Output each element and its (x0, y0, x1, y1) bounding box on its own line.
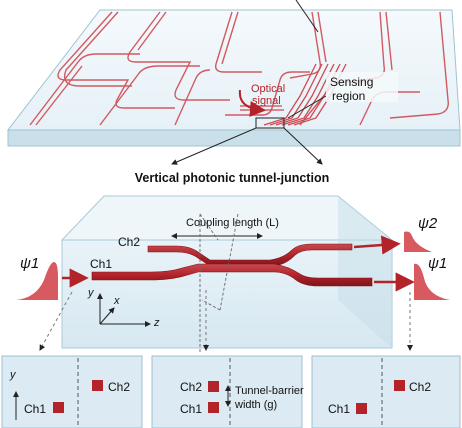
ch1-waveguide (91, 263, 373, 287)
chip-top-face (6, 9, 461, 131)
coupling-length-label: Coupling length (L) (186, 217, 279, 229)
output-pulse-psi1 (414, 263, 450, 300)
panel-drop-lines (39, 290, 413, 351)
sensing-region-box (255, 117, 285, 129)
cross-section-panel-2 (151, 355, 303, 428)
block-side-face (338, 196, 392, 348)
block-axis-x: x (113, 295, 120, 307)
top-leader-line (295, 0, 319, 33)
optical-signal-label-1: Optical (251, 83, 285, 95)
panel1-ch2-core (92, 380, 103, 391)
ch2-waveguide (147, 243, 353, 267)
panel3-ch1-label: Ch1 (328, 402, 350, 416)
sensing-region-label-2: region (332, 89, 365, 103)
output-pulse-psi2 (404, 231, 432, 252)
psi1-output-label: ψ1 (428, 255, 447, 272)
ch2-label: Ch2 (118, 235, 140, 249)
optical-signal-arrow (238, 89, 266, 117)
optical-signal-label-2: signal (252, 95, 281, 107)
cross-section-panel-1 (1, 355, 143, 428)
panel1-axis-y: y (9, 369, 17, 381)
panel2-ch1-label: Ch1 (180, 402, 202, 416)
chip-guide-bundle (240, 63, 347, 126)
panel2-ch2-core (208, 381, 219, 392)
chip-front-edge (7, 129, 461, 147)
psi1-input-label: ψ1 (20, 255, 39, 272)
block-axes (97, 293, 151, 327)
cross-section-panel-3 (311, 355, 461, 428)
block-axis-z: z (153, 317, 160, 329)
panel3-ch2-core (394, 380, 405, 391)
ch1-label: Ch1 (90, 257, 112, 271)
sensing-leader-line (287, 95, 327, 119)
section-plane-lines (199, 213, 239, 352)
zoom-arrow-right (283, 127, 323, 165)
panel1-ch1-core (53, 402, 64, 413)
input-pulse (16, 262, 58, 300)
block-axis-y: y (87, 287, 95, 299)
sensing-region-label-1: Sensing (330, 75, 373, 89)
junction-block (60, 195, 394, 349)
panel1-ch1-label: Ch1 (24, 402, 46, 416)
panel3-ch1-core (356, 403, 367, 414)
psi2-output-label: ψ2 (418, 215, 438, 232)
section-title: Vertical photonic tunnel-junction (135, 171, 329, 185)
zoom-arrow-left (171, 127, 257, 165)
ch2-output-arrow (353, 235, 401, 255)
tunnel-barrier-label-2: width (g) (234, 399, 277, 411)
panel2-ch2-label: Ch2 (180, 380, 202, 394)
panel2-ch1-core (208, 402, 219, 413)
panel3-ch2-label: Ch2 (409, 380, 431, 394)
panel1-ch2-label: Ch2 (108, 380, 130, 394)
tunnel-barrier-label-1: Tunnel-barrier (235, 385, 304, 397)
